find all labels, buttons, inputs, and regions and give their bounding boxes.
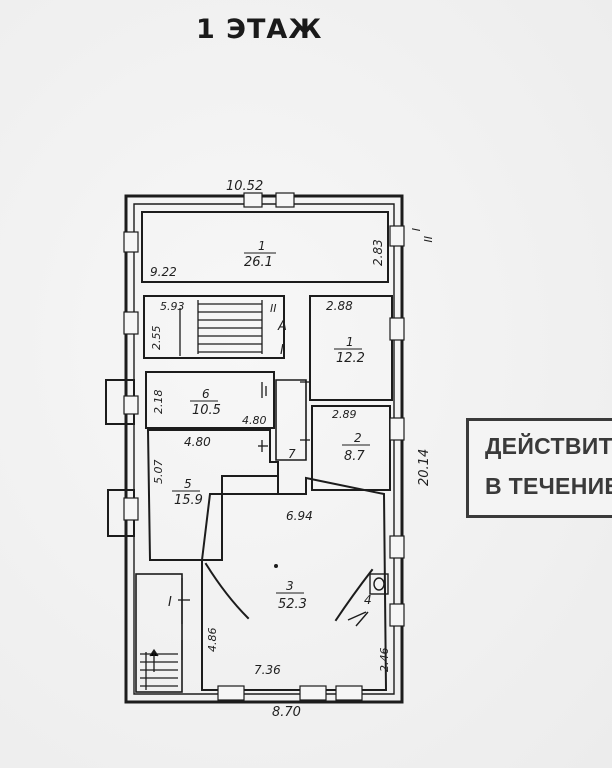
toilet-icon <box>347 573 389 627</box>
dim-top: 10.52 <box>226 179 263 194</box>
dim-d12: 4.86 <box>206 628 219 653</box>
room-1-top-area: 26.1 <box>244 255 273 270</box>
curved-wall-left <box>204 562 250 620</box>
windows <box>123 192 405 701</box>
left-stair-block <box>135 573 183 693</box>
room-2-area: 8.7 <box>344 449 365 464</box>
room-3-area: 52.3 <box>278 597 307 612</box>
room-3-outline <box>201 475 388 691</box>
stair-treads <box>179 300 263 356</box>
dim-d14: 2.46 <box>378 648 391 673</box>
room-1-right-area: 12.2 <box>336 351 365 366</box>
dim-d7: 4.80 <box>242 414 267 427</box>
dim-d9: 2.89 <box>332 408 357 421</box>
mark-room1-i: I <box>409 228 422 231</box>
mark-roman-right: II <box>421 236 434 243</box>
room-6-num: 6 <box>202 387 210 401</box>
stair-hall-outline <box>143 295 285 359</box>
room-3-num: 3 <box>286 579 294 593</box>
room-5-num: 5 <box>184 477 192 491</box>
room-1-right-num: 1 <box>346 335 354 349</box>
curved-wall-right <box>334 568 374 622</box>
dim-d6: 2.18 <box>152 390 165 415</box>
dim-d10: 5.07 <box>152 460 165 485</box>
validity-stamp: ДЕЙСТВИТ В ТЕЧЕНИЕ <box>466 418 612 518</box>
room-4-num: 4 <box>364 593 372 607</box>
dim-d3: 5.93 <box>160 300 185 313</box>
mark-left-i: I <box>168 595 172 610</box>
dim-d13: 7.36 <box>254 663 281 677</box>
room-6-outline <box>145 371 275 429</box>
partition-ticks <box>178 381 310 660</box>
room-1-top-outline <box>141 211 389 283</box>
stamp-line-1: ДЕЙСТВИТ <box>485 433 612 459</box>
dim-d4: 2.55 <box>150 326 163 351</box>
dim-d5: 2.88 <box>326 299 353 313</box>
room-7-num: 7 <box>288 447 296 461</box>
room-6-area: 10.5 <box>192 403 221 418</box>
dim-d11: 6.94 <box>286 509 313 523</box>
room-1-right-outline <box>309 295 393 401</box>
mark-stair-a: А <box>277 319 287 334</box>
dim-d8: 4.80 <box>184 435 211 449</box>
room-2-num: 2 <box>354 431 362 445</box>
dim-right: 20.14 <box>417 449 432 486</box>
dim-bottom: 8.70 <box>272 705 301 720</box>
left-stair-treads <box>140 648 178 690</box>
mark-stair-ii: II <box>270 302 277 315</box>
stamp-line-2: В ТЕЧЕНИЕ <box>485 473 612 499</box>
outer-wall <box>124 194 404 704</box>
room-1-top-num: 1 <box>258 239 266 253</box>
room-5-area: 15.9 <box>174 493 203 508</box>
center-dot <box>274 564 278 568</box>
room-2-outline <box>311 405 391 491</box>
mark-stair-i: I <box>280 343 284 358</box>
dim-d2: 2.83 <box>371 239 385 266</box>
room-7-outline <box>275 379 307 461</box>
dim-d1: 9.22 <box>150 265 177 279</box>
page-title: 1 ЭТАЖ <box>196 14 323 45</box>
